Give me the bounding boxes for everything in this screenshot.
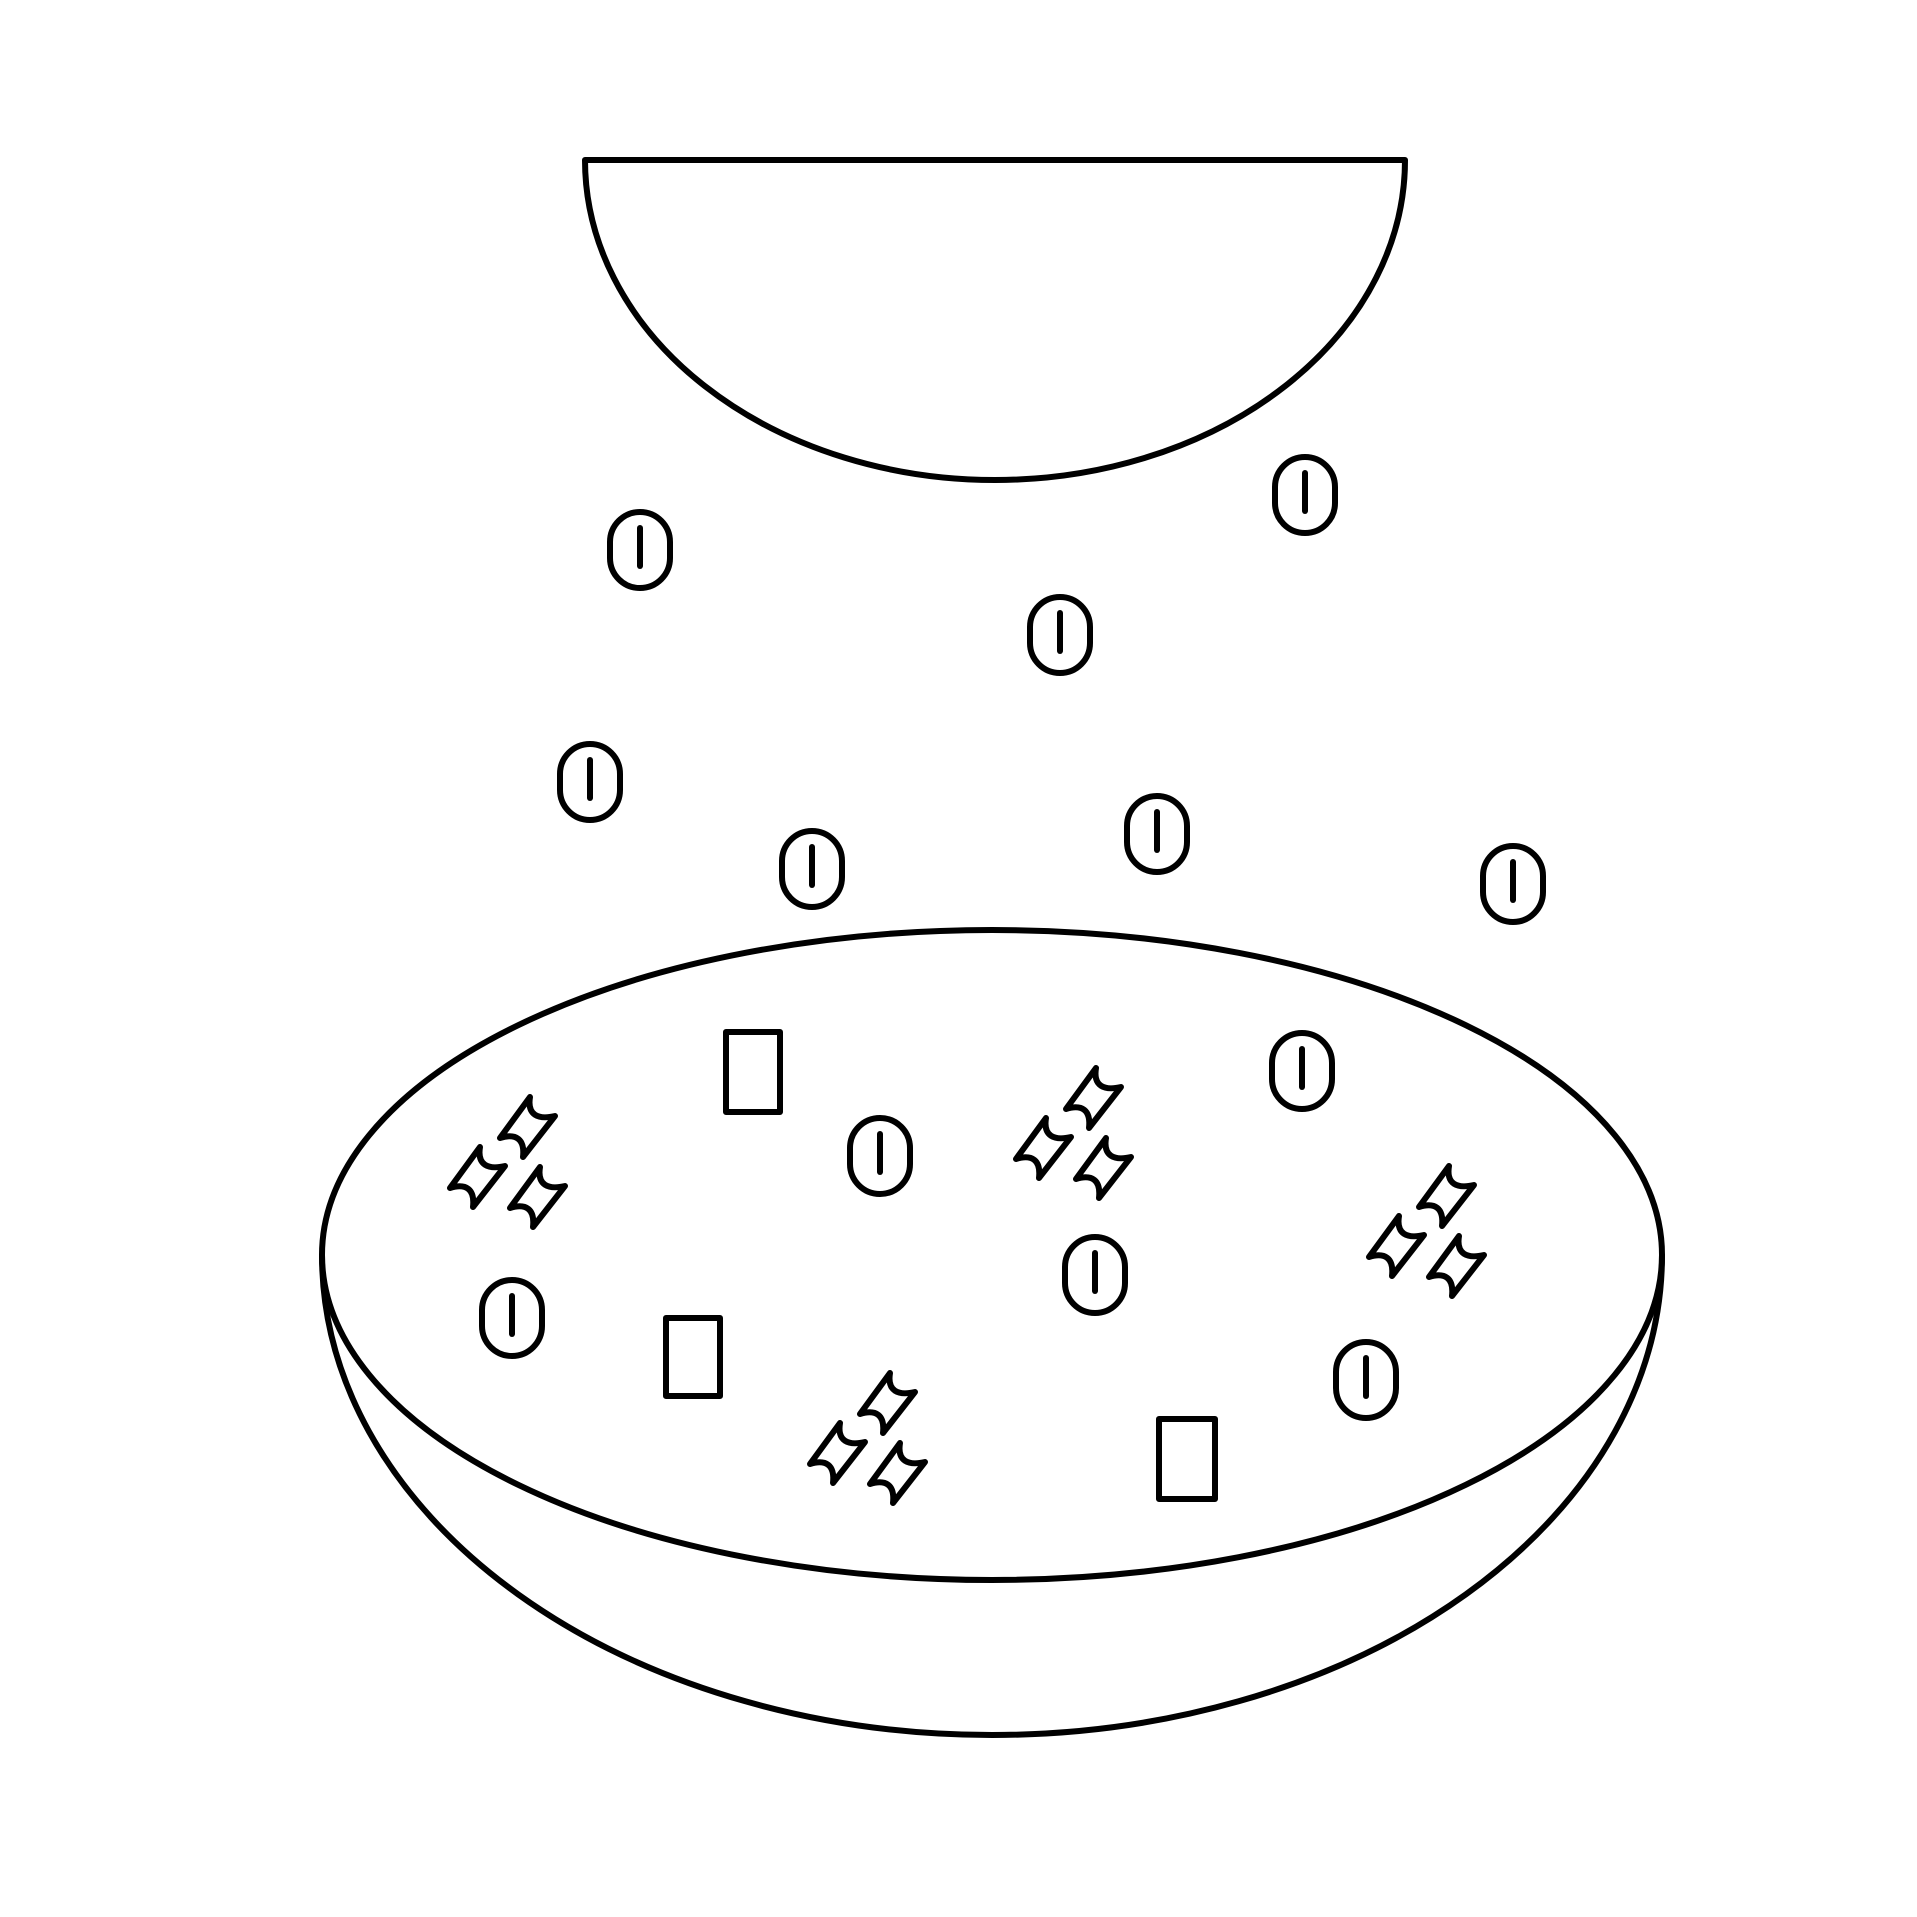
dish-particle: [1065, 1237, 1125, 1313]
dish-rectangle: [723, 1029, 783, 1115]
falling-particle: [1275, 457, 1335, 533]
dish-clusters: [450, 1068, 1484, 1503]
dish-particle: [1272, 1033, 1332, 1109]
falling-particle: [560, 744, 620, 820]
ribbon-cluster: [810, 1373, 925, 1503]
dish-rectangle: [1156, 1416, 1218, 1502]
lower-dish: [319, 927, 1665, 1738]
falling-particle: [1483, 846, 1543, 922]
falling-particle: [1030, 597, 1090, 673]
falling-particle: [610, 512, 670, 588]
dish-particle: [850, 1118, 910, 1194]
dish-body: [319, 1252, 1665, 1738]
falling-particle: [782, 831, 842, 907]
falling-particles: [560, 457, 1543, 922]
dish-particles: [482, 1033, 1396, 1418]
dish-particle: [482, 1280, 542, 1356]
upper-bowl: [582, 157, 1408, 483]
ribbon-cluster: [450, 1097, 565, 1227]
ribbon-cluster: [1016, 1068, 1131, 1198]
dish-particle: [1336, 1342, 1396, 1418]
dish-rectangles: [663, 1029, 1218, 1502]
ribbon-cluster: [1369, 1166, 1484, 1296]
falling-particle: [1127, 796, 1187, 872]
dish-rim: [319, 927, 1665, 1583]
dish-rectangle: [663, 1315, 723, 1399]
